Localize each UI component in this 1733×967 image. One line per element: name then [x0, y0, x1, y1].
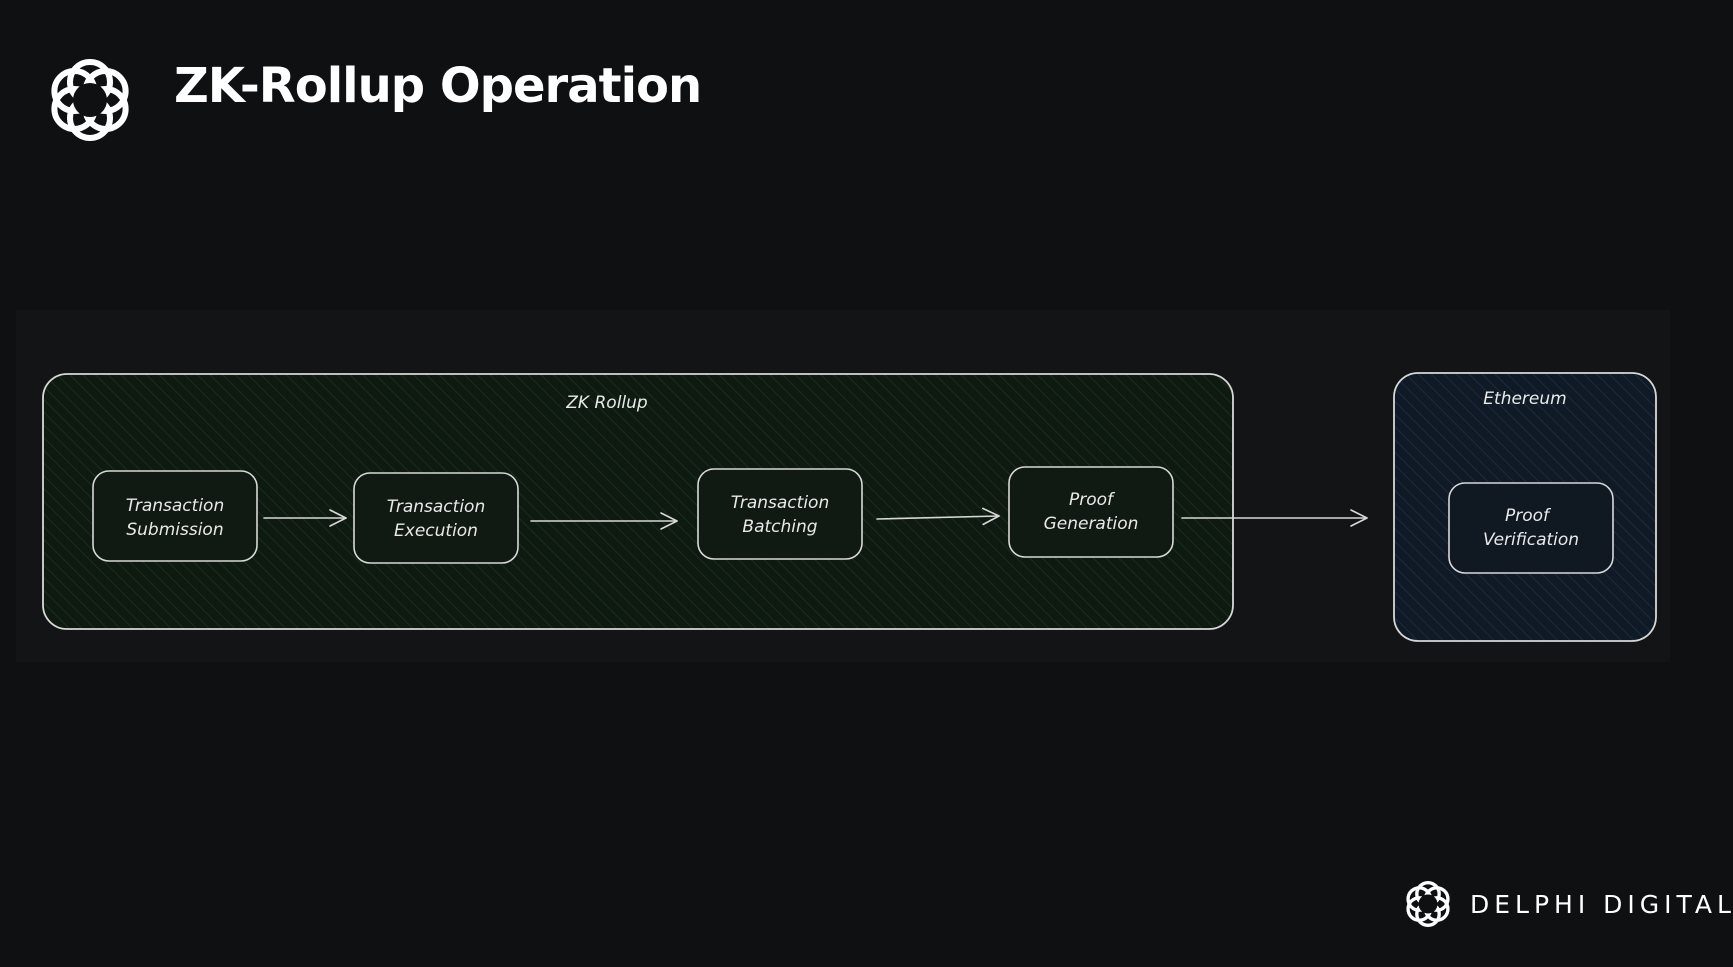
- footer-brand: DELPHI DIGITAL: [1400, 874, 1733, 934]
- group-zk-rollup: ZK Rollup Transaction Submission Transac…: [42, 373, 1234, 630]
- step-label-line-1: Transaction: [731, 493, 829, 513]
- page-title: ZK-Rollup Operation: [174, 58, 702, 114]
- step-label-line-1: Transaction: [126, 496, 224, 516]
- group-ethereum: Ethereum Proof Verification: [1393, 372, 1657, 642]
- step-proof-generation: Proof Generation: [1008, 466, 1174, 558]
- step-transaction-submission: Transaction Submission: [92, 470, 258, 562]
- step-box: [92, 470, 258, 562]
- step-label-line-2: Verification: [1483, 530, 1579, 550]
- step-label-line-2: Batching: [742, 517, 817, 537]
- ethereum-label: Ethereum: [1483, 389, 1566, 409]
- step-label-line-1: Transaction: [387, 497, 485, 517]
- step-label-line-2: Submission: [126, 520, 223, 540]
- step-label-line-1: Proof: [1505, 506, 1552, 526]
- delphi-knot-logo-icon: [51, 59, 129, 141]
- brand-name: DELPHI DIGITAL: [1470, 889, 1733, 919]
- step-box: [697, 468, 863, 560]
- step-proof-verification: Proof Verification: [1448, 482, 1614, 574]
- step-box: [353, 472, 519, 564]
- zk-rollup-label: ZK Rollup: [565, 393, 648, 413]
- step-box: [1008, 466, 1174, 558]
- step-box: [1448, 482, 1614, 574]
- step-label-line-2: Generation: [1044, 514, 1139, 534]
- step-label-line-2: Execution: [394, 521, 478, 541]
- delphi-knot-logo-icon: [1406, 881, 1450, 927]
- arrow-batching-to-proof-generation: [876, 507, 1000, 526]
- step-label-line-1: Proof: [1069, 490, 1116, 510]
- step-transaction-batching: Transaction Batching: [697, 468, 863, 560]
- step-transaction-execution: Transaction Execution: [353, 472, 519, 564]
- zk-rollup-container: [42, 373, 1234, 630]
